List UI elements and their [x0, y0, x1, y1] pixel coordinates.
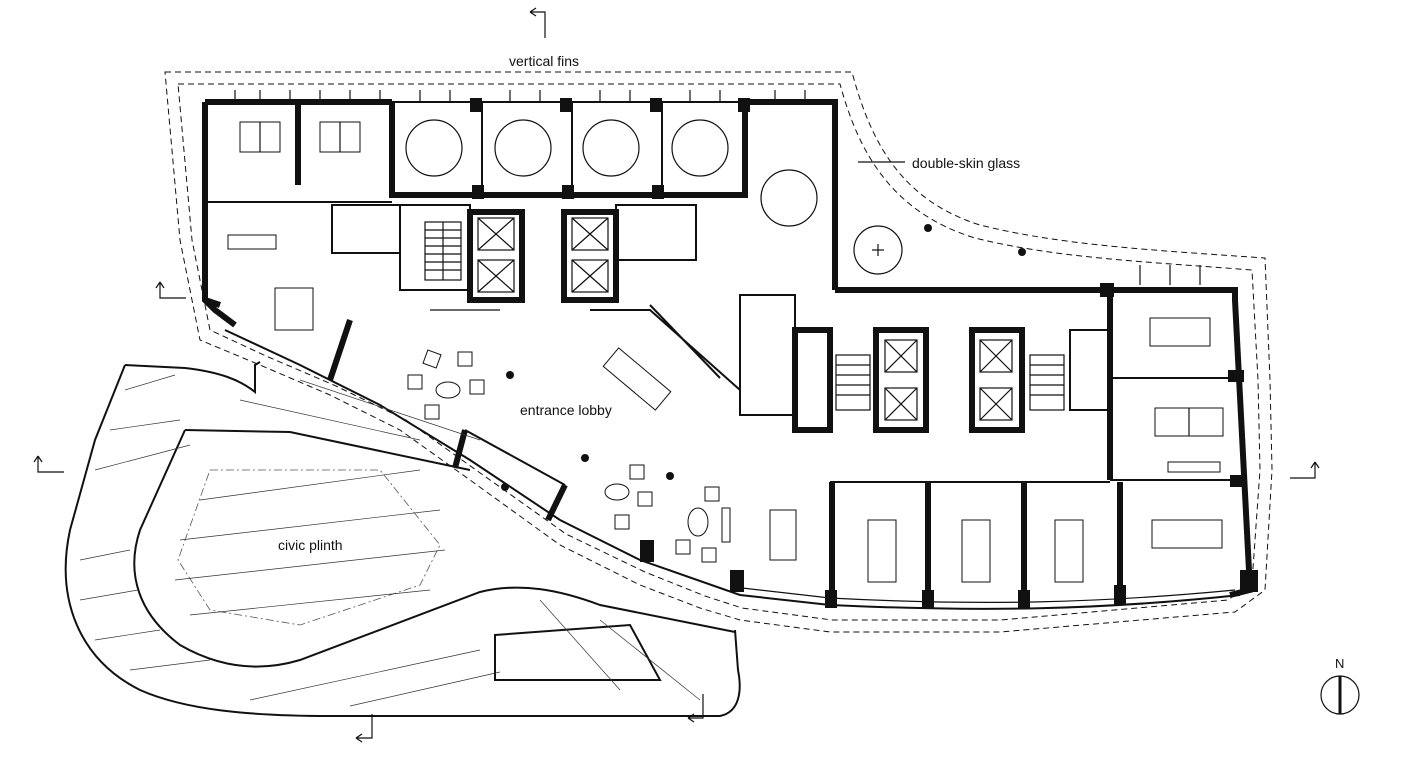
north-arrow-icon: [1320, 675, 1360, 715]
stair-icon: [424, 221, 462, 281]
east-core: [739, 294, 1111, 433]
civic-plinth: [64, 361, 741, 717]
entrance-lobby-label: entrance lobby: [520, 402, 612, 418]
central-core: [424, 204, 697, 303]
vertical-fins-label: vertical fins: [509, 53, 580, 69]
south-curved-wall: [224, 329, 1241, 610]
south-curved-wall-inner: [741, 587, 1236, 604]
civic-plinth-label: civic plinth: [278, 537, 343, 553]
section-marker-icon: [33, 7, 1320, 743]
elevator-icon: [477, 217, 515, 293]
entrance-vestibule: [327, 319, 568, 522]
lobby-furniture: [407, 347, 731, 563]
outer-envelope-dashed: [164, 71, 1273, 633]
inner-envelope-dashed: [177, 83, 1261, 621]
round-meeting-rooms: [405, 102, 903, 275]
columns: [470, 98, 1258, 608]
north-wall: [389, 99, 838, 290]
north-label: N: [1335, 656, 1345, 671]
double-skin-glass-label: double-skin glass: [912, 155, 1021, 171]
east-wing-offices: [769, 290, 1240, 605]
west-wing-offices: [205, 102, 471, 331]
vertical-fins-north: [234, 90, 1201, 285]
lobby-divider-wall: [590, 304, 741, 391]
lobby-columns: [501, 224, 1026, 491]
